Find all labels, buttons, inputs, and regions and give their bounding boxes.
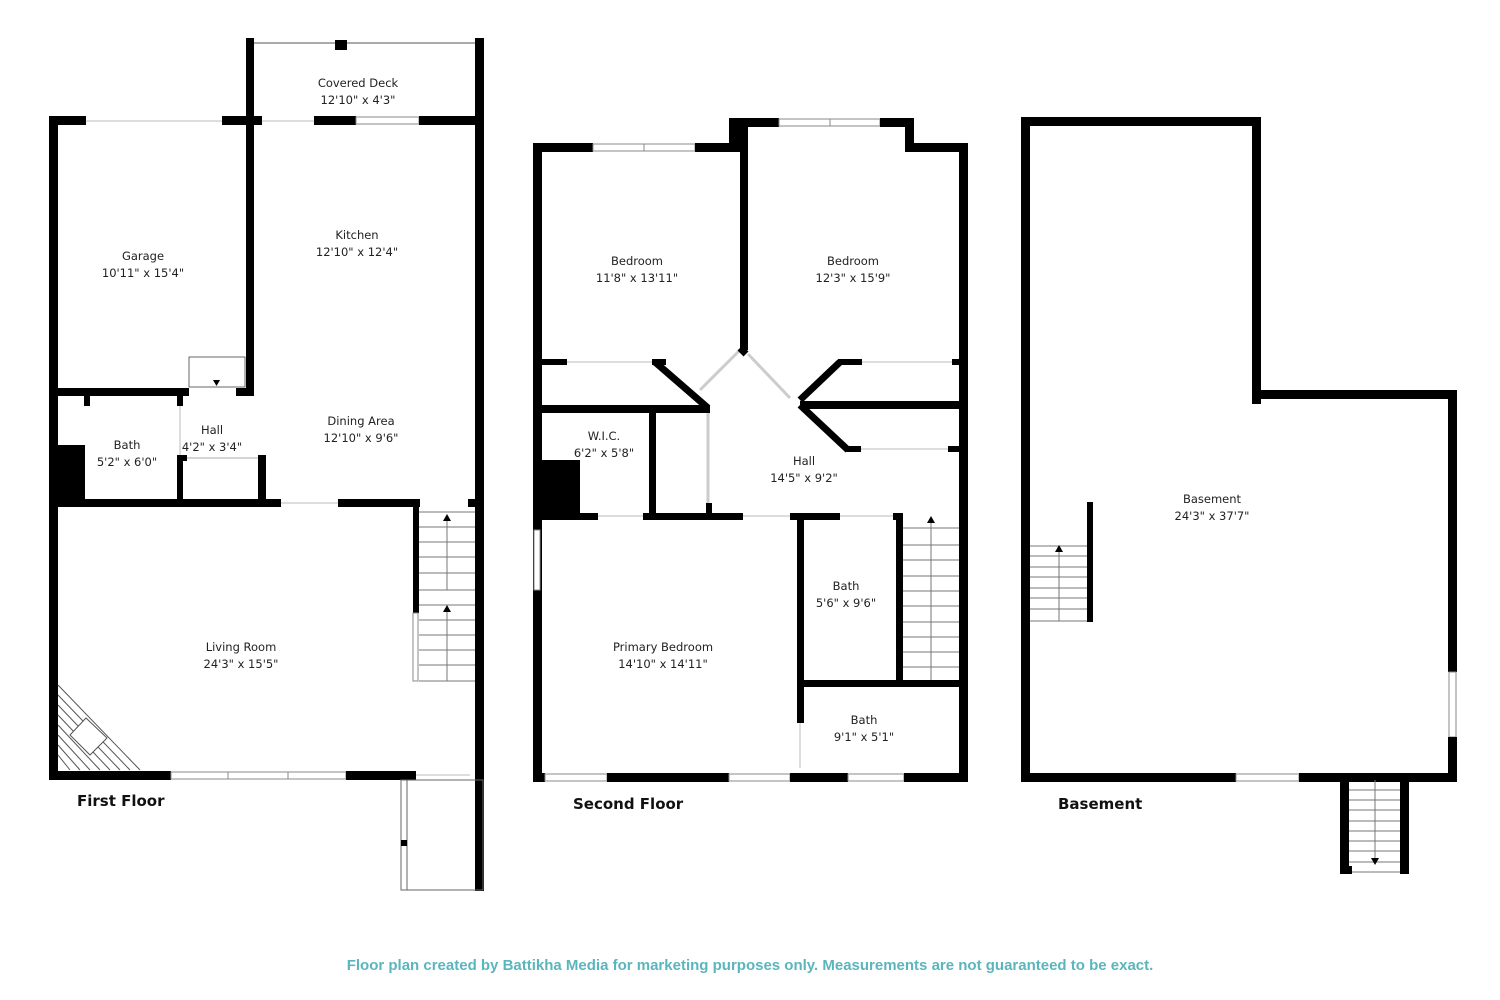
room-size: 9'1" x 5'1" [833, 730, 895, 744]
room-size: 14'5" x 9'2" [770, 471, 838, 485]
room-name: Bath [850, 713, 878, 727]
room-size: 5'6" x 9'6" [815, 596, 877, 610]
room-size: 12'10" x 9'6" [323, 431, 399, 445]
room-size: 12'10" x 12'4" [315, 245, 399, 259]
room-name: Garage [121, 249, 165, 263]
room-name: Primary Bedroom [612, 640, 714, 654]
room-size: 11'8" x 13'11" [595, 271, 679, 285]
room-kitchen: Kitchen 12'10" x 12'4" [316, 227, 398, 261]
room-size: 4'2" x 3'4" [181, 440, 243, 454]
first-floor-plan [49, 38, 484, 891]
room-living-room: Living Room 24'3" x 15'5" [204, 639, 279, 673]
floor-title-second: Second Floor [573, 795, 684, 813]
room-basement: Basement 24'3" x 37'7" [1175, 491, 1250, 525]
room-garage: Garage 10'11" x 15'4" [102, 248, 184, 282]
room-size: 24'3" x 37'7" [1174, 509, 1250, 523]
room-hall-second: Hall 14'5" x 9'2" [770, 453, 838, 487]
room-size: 12'3" x 15'9" [815, 271, 891, 285]
room-name: Dining Area [327, 414, 395, 428]
room-size: 24'3" x 15'5" [203, 657, 279, 671]
room-hall-first: Hall 4'2" x 3'4" [182, 422, 242, 456]
room-name: Bedroom [826, 254, 880, 268]
room-size: 10'11" x 15'4" [101, 266, 185, 280]
room-wic: W.I.C. 6'2" x 5'8" [574, 428, 634, 462]
floor-title-first: First Floor [77, 792, 165, 810]
room-name: Bath [832, 579, 860, 593]
room-size: 5'2" x 6'0" [96, 455, 158, 469]
room-name: Hall [792, 454, 816, 468]
room-name: Basement [1182, 492, 1242, 506]
room-size: 14'10" x 14'11" [618, 657, 708, 671]
room-name: Covered Deck [317, 76, 399, 90]
room-name: Bedroom [610, 254, 663, 268]
basement-plan [1021, 117, 1457, 874]
room-bath-second-2: Bath 9'1" x 5'1" [834, 712, 894, 746]
floor-title-basement: Basement [1058, 795, 1143, 813]
room-name: Hall [200, 423, 224, 437]
room-name: Bath [113, 438, 141, 452]
room-name: Living Room [205, 640, 277, 654]
room-covered-deck: Covered Deck 12'10" x 4'3" [318, 75, 398, 109]
room-name: W.I.C. [587, 429, 621, 443]
room-bedroom-1: Bedroom 11'8" x 13'11" [596, 253, 678, 287]
disclaimer-footer: Floor plan created by Battikha Media for… [346, 957, 1154, 974]
room-size: 12'10" x 4'3" [320, 93, 396, 107]
room-bath-second-1: Bath 5'6" x 9'6" [816, 578, 876, 612]
room-bath-first: Bath 5'2" x 6'0" [97, 437, 157, 471]
room-dining-area: Dining Area 12'10" x 9'6" [324, 413, 399, 447]
room-size: 6'2" x 5'8" [573, 446, 635, 460]
room-bedroom-2: Bedroom 12'3" x 15'9" [816, 253, 891, 287]
second-floor-plan [533, 118, 968, 782]
room-name: Kitchen [335, 228, 379, 242]
room-primary-bedroom: Primary Bedroom 14'10" x 14'11" [613, 639, 713, 673]
